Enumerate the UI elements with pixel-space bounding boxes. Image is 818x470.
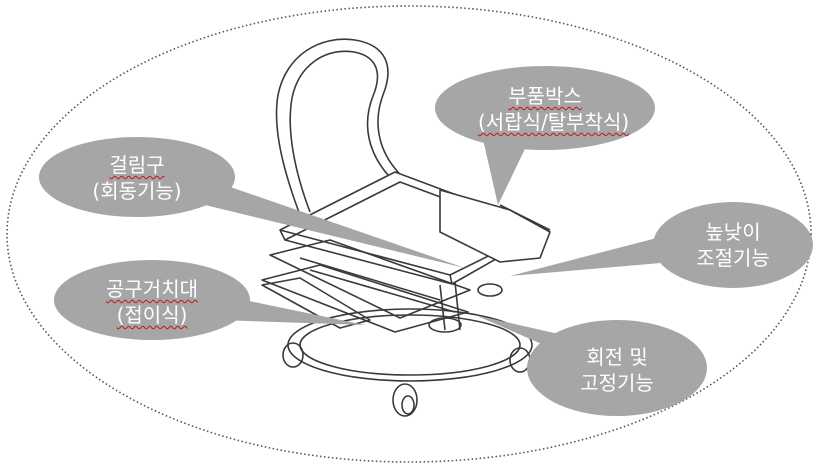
callout-tool-holder — [54, 260, 365, 340]
height-line2: 조절기능 — [696, 246, 770, 270]
frame-ellipse — [6, 5, 812, 463]
callout-text-rotation: 회전 및 고정기능 — [562, 344, 672, 396]
callout-rotation — [475, 315, 707, 416]
tool-holder-line1: 공구거치대 — [106, 277, 198, 301]
callout-text-parts-box: 부품박스 (서랍식/탈부착식) — [478, 83, 630, 135]
parts-box-line1: 부품박스 — [508, 84, 582, 108]
rotation-line1: 회전 및 — [586, 345, 648, 369]
lower-frame — [269, 239, 471, 319]
callout-height — [510, 202, 813, 288]
parts-box-line2: (서랍식/탈부착식) — [478, 110, 630, 134]
callout-hanger — [39, 137, 465, 268]
chair-backrest — [275, 38, 407, 216]
caster-wheels — [282, 342, 531, 417]
callout-parts-box — [435, 66, 655, 205]
callout-text-hanger: 걸림구 (회동기능) — [72, 152, 202, 204]
rotation-line2: 고정기능 — [580, 371, 654, 395]
callout-text-height: 높낮이 조절기능 — [678, 219, 788, 271]
hanger-line1: 걸림구 — [109, 153, 165, 177]
tool-holder-line2: (접이식) — [116, 303, 188, 327]
hanger-line2: (회동기능) — [92, 179, 182, 203]
tool-holder-tray — [261, 277, 371, 329]
callout-text-tool-holder: 공구거치대 (접이식) — [85, 276, 219, 328]
chair-drawing — [261, 38, 551, 417]
height-line1: 높낮이 — [705, 220, 761, 244]
